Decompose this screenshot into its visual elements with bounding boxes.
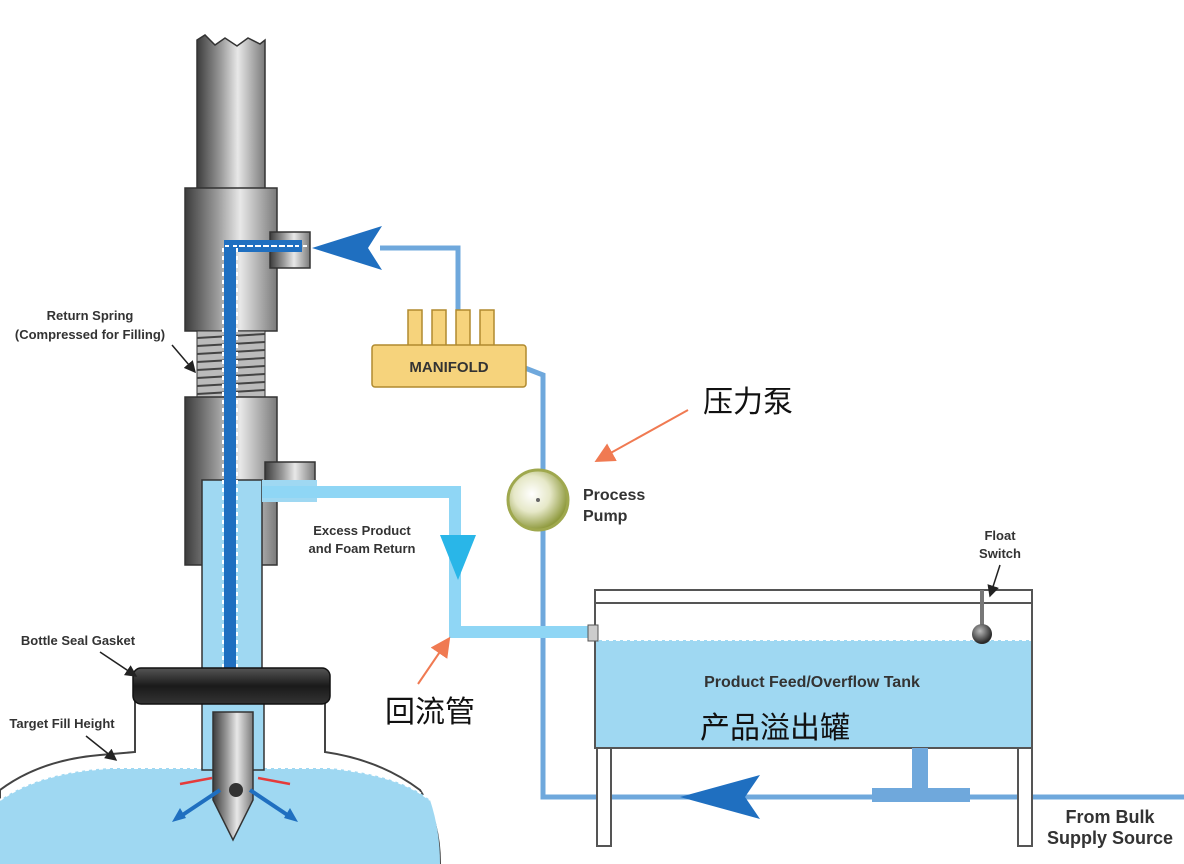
excess-return-label-2: and Foam Return	[309, 541, 416, 556]
float-switch-label-2: Switch	[979, 546, 1021, 561]
process-pump-label-2: Pump	[583, 508, 628, 525]
overflow-tank	[587, 589, 1033, 847]
nozzle-flow-arrows	[172, 776, 298, 822]
from-bulk-label-1: From Bulk	[1065, 807, 1155, 827]
manifold: MANIFOLD	[371, 309, 527, 388]
float-switch-label-1: Float	[984, 528, 1016, 543]
return-pipe-annotation: 回流管	[385, 695, 475, 730]
manifold-label: MANIFOLD	[409, 359, 488, 376]
labels: Return Spring (Compressed for Filling) B…	[9, 308, 1173, 848]
target-fill-height-label: Target Fill Height	[9, 716, 115, 731]
return-spring-label-2: (Compressed for Filling)	[15, 327, 165, 342]
excess-return-label-1: Excess Product	[313, 523, 411, 538]
bottle-seal-gasket	[132, 667, 331, 705]
return-spring-label-1: Return Spring	[47, 308, 134, 323]
return-pipe-annotation-arrow	[417, 636, 451, 685]
from-bulk-label-2: Supply Source	[1047, 828, 1173, 848]
valve-nozzle	[212, 711, 254, 842]
float-switch-ball	[972, 624, 992, 644]
chinese-annotations: 压力泵 回流管 产品溢出罐	[385, 385, 850, 746]
pump-annotation: 压力泵	[703, 385, 793, 420]
supply-flow-arrow	[680, 775, 760, 819]
process-pump	[506, 468, 570, 532]
supply-pipe	[380, 245, 1184, 800]
bottle-product-fill	[0, 768, 440, 864]
pump-annotation-arrow	[594, 409, 689, 462]
process-pump-label-1: Process	[583, 487, 645, 504]
inlet-flow-arrow	[312, 226, 382, 270]
tank-title: Product Feed/Overflow Tank	[704, 674, 920, 691]
return-pipe	[262, 486, 595, 638]
tank-annotation: 产品溢出罐	[700, 711, 850, 746]
valve-stem	[196, 34, 266, 191]
product-flow-path	[222, 240, 309, 668]
bottle-seal-gasket-label: Bottle Seal Gasket	[21, 633, 136, 648]
